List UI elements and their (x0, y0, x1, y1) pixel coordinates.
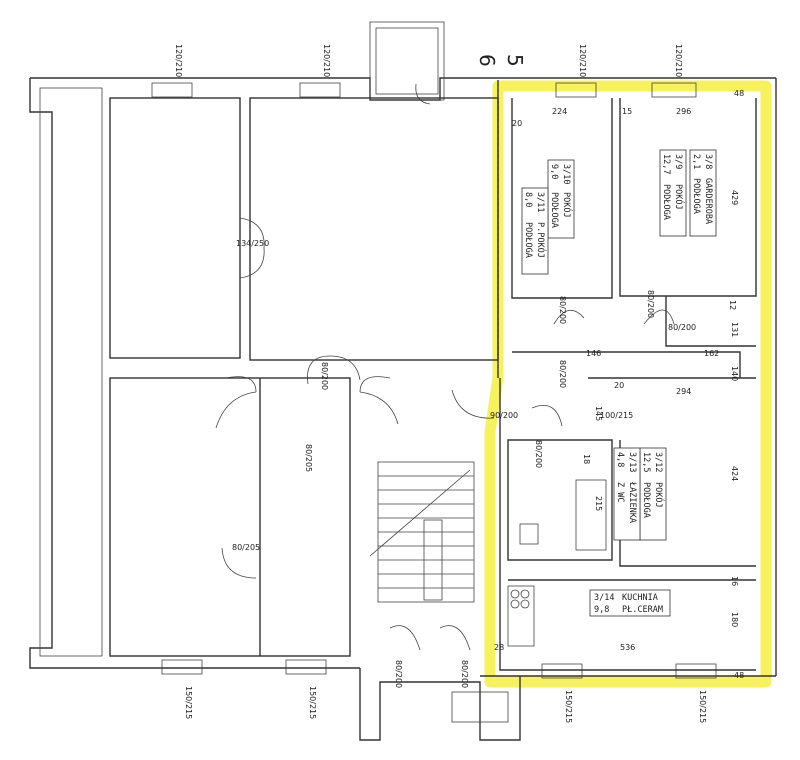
dimension-label: 15 (622, 107, 632, 116)
dimension-label: 429 (730, 190, 739, 205)
svg-text:3/10: 3/10 (561, 164, 571, 184)
door-label: 100/215 (600, 411, 633, 420)
svg-text:9,0: 9,0 (549, 164, 559, 179)
kitchen-fixtures (507, 479, 607, 647)
svg-text:9,8: 9,8 (594, 605, 609, 615)
dimension-label: 294 (676, 387, 691, 396)
window-label: 150/215 (564, 690, 573, 723)
svg-text:4,8: 4,8 (615, 452, 625, 467)
door-label: 80/200 (460, 660, 469, 688)
entrance-structure (359, 668, 521, 741)
room-label-3-14: 3/14 KUCHNIA 9,8 PŁ.CERAM (589, 589, 671, 617)
room-label-3-12: 3/12 POKÓJ 12,5 PODŁOGA (639, 447, 667, 541)
dimension-label: 20 (512, 119, 522, 128)
svg-text:Z WC: Z WC (615, 482, 625, 502)
dimension-label: 20 (614, 381, 624, 390)
room-label-3-11: 3/11 P.POKÓJ 8,0 PODŁOGA (521, 187, 549, 275)
dimension-label: 215 (594, 496, 603, 511)
door-label: 80/205 (304, 444, 313, 472)
dimension-label: 48 (734, 89, 744, 98)
svg-text:KUCHNIA: KUCHNIA (622, 593, 658, 603)
dimension-label: 12 (728, 300, 737, 310)
dimension-label: 145 (594, 406, 603, 421)
room-label-3-10: 3/10 POKÓJ 9,0 PODŁOGA (547, 159, 575, 239)
svg-text:PODŁOGA: PODŁOGA (523, 222, 533, 258)
svg-text:POKÓJ: POKÓJ (673, 184, 685, 210)
svg-text:PODŁOGA: PODŁOGA (691, 178, 701, 214)
stove-burner (520, 589, 530, 599)
svg-text:ŁAZIENKA: ŁAZIENKA (627, 481, 637, 523)
svg-text:2,1: 2,1 (691, 154, 701, 169)
window-label: 120/210 (578, 44, 587, 77)
door-label: 90/200 (490, 411, 518, 420)
dimension-label: 224 (552, 107, 567, 116)
window-label: 120/210 (174, 44, 183, 77)
axis-label-5: 5 (503, 54, 527, 67)
svg-text:PODŁOGA: PODŁOGA (641, 482, 651, 518)
dimension-label: 162 (704, 349, 719, 358)
door-label: 80/200 (558, 360, 567, 388)
dimension-label: 18 (582, 454, 591, 464)
svg-text:PODŁOGA: PODŁOGA (549, 192, 559, 228)
window-label: 150/215 (308, 686, 317, 719)
dimension-label: 28 (494, 643, 504, 652)
dimension-label: 536 (620, 643, 635, 652)
svg-text:3/14: 3/14 (594, 593, 614, 603)
doors (215, 83, 675, 651)
stove-burner (510, 589, 520, 599)
stove-burner (520, 599, 530, 609)
door-label: 80/200 (558, 296, 567, 324)
svg-text:PODŁOGA: PODŁOGA (661, 184, 671, 220)
svg-text:PŁ.CERAM: PŁ.CERAM (622, 605, 663, 615)
svg-text:POKÓJ: POKÓJ (653, 482, 665, 508)
interior-walls (109, 80, 757, 671)
svg-text:12,5: 12,5 (641, 452, 651, 472)
door-label: 80/200 (668, 323, 696, 332)
dimension-label: 296 (676, 107, 691, 116)
window-label: 150/215 (184, 686, 193, 719)
svg-text:3/12: 3/12 (653, 452, 663, 472)
door-label: 80/200 (394, 660, 403, 688)
room-label-3-8: 3/8 GARDEROBA 2,1 PODŁOGA (689, 149, 717, 237)
door-label: 80/200 (320, 362, 329, 390)
dimension-label: 180 (730, 612, 739, 627)
svg-text:3/8: 3/8 (703, 154, 713, 169)
dimension-label: 48 (734, 671, 744, 680)
stove-burner (510, 599, 520, 609)
window-label: 120/210 (322, 44, 331, 77)
dimension-label: 131 (730, 322, 739, 337)
svg-text:P.POKÓJ: P.POKÓJ (535, 222, 547, 258)
outer-walls (29, 77, 777, 679)
svg-text:POKÓJ: POKÓJ (561, 192, 573, 218)
staircase (369, 461, 475, 603)
balcony (369, 21, 445, 101)
svg-text:12,7: 12,7 (661, 154, 671, 174)
svg-text:8,0: 8,0 (523, 192, 533, 207)
door-label: 134/250 (236, 239, 269, 248)
room-label-3-9: 3/9 POKÓJ 12,7 PODŁOGA (659, 149, 687, 237)
room-label-3-13: 3/13 ŁAZIENKA 4,8 Z WC (613, 447, 641, 541)
dimension-label: 140 (730, 366, 739, 381)
door-label: 80/200 (534, 440, 543, 468)
svg-text:3/9: 3/9 (673, 154, 683, 169)
svg-text:3/11: 3/11 (535, 192, 545, 212)
svg-text:GARDEROBA: GARDEROBA (703, 178, 713, 224)
svg-text:3/13: 3/13 (627, 452, 637, 472)
dimension-label: 16 (730, 576, 739, 586)
door-label: 80/200 (646, 290, 655, 318)
dimension-label: 146 (586, 349, 601, 358)
dimension-label: 424 (730, 466, 739, 481)
window-label: 150/215 (698, 690, 707, 723)
door-label: 80/205 (232, 543, 260, 552)
axis-label-6: 6 (475, 54, 499, 67)
window-label: 120/210 (674, 44, 683, 77)
